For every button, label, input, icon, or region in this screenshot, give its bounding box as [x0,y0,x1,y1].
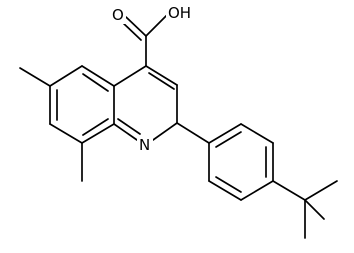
bond-c4a-c4 [113,65,147,87]
bond-tbu-me1 [304,180,338,201]
bond-c5-c6 [49,65,83,87]
bond-c-oh [145,13,169,37]
bond-c7-c8 [49,123,83,144]
bond-tbu-me2 [304,199,325,220]
bond-c4-c3-b [148,72,175,90]
bond-c8-c8a-a [81,123,115,144]
label-bg-n [137,136,153,154]
bond-c8-c8a-b [82,118,109,136]
label-bg-o [110,6,126,24]
bond-c4a-c5-a [81,65,115,87]
bond-c6-methyl [19,67,51,87]
bond-ph-c2-c3 [240,123,274,144]
atom-label-nitrogen: N [139,136,150,154]
bond-c2-phenyl [176,122,210,144]
bond-ph-tbu [272,180,306,201]
bond-ph-c1-c2-b [215,131,242,148]
bond-c-o-double-b [120,20,142,41]
bond-ph-c1-c2-a [208,123,242,144]
bond-n-c8a-a [113,123,138,141]
atom-label-hydroxyl: OH [168,4,191,22]
bond-c4a-c5-b [82,73,109,92]
bond-ph-c5-c6-b [215,176,242,193]
atom-label-oxygen: O [112,6,124,24]
bond-ph-c4-c5 [240,180,274,201]
bond-c2-n [152,122,178,141]
bond-n-c8a-b [117,118,141,135]
bond-ph-c5-c6-a [208,180,242,201]
bond-c-o-double-a [125,16,147,37]
bond-c4-c3-a [145,65,178,86]
label-bg-oh [166,4,194,22]
